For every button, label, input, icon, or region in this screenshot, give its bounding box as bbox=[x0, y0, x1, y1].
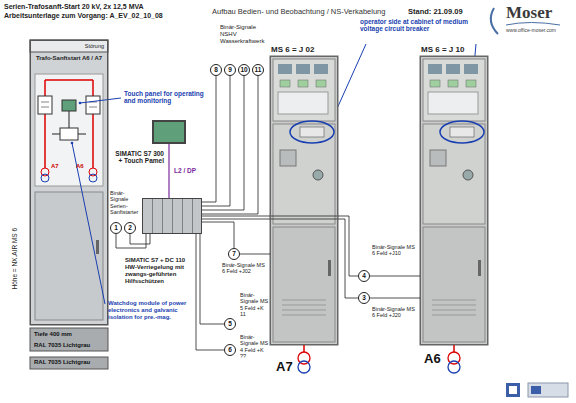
callout-number: 7 bbox=[228, 248, 240, 260]
connector bbox=[202, 76, 244, 210]
signal-name: Binär-Signale MS 4 Feld +K ?? bbox=[240, 334, 269, 359]
callout-note: Watchdog module of power electronics and… bbox=[108, 300, 192, 321]
connector bbox=[370, 276, 420, 277]
cabinet-heading: MS 6 = J 10 bbox=[421, 45, 464, 54]
connector bbox=[168, 144, 169, 198]
callout-number: 4 bbox=[358, 270, 370, 282]
switchgear-cabinet: MS 6 = J 10 bbox=[420, 56, 488, 345]
device-label: SIMATIC S7 300 + Touch Pamel bbox=[112, 150, 164, 165]
logo-url: www.office-moser.com bbox=[506, 28, 556, 34]
callout-text: 1 bbox=[111, 223, 121, 233]
status-text: Störung bbox=[85, 43, 104, 49]
logo-text: Moser bbox=[506, 3, 552, 23]
signal-name: Binär-Signale MS 6 Feld +J20 bbox=[372, 306, 418, 319]
callout-number: 2 bbox=[124, 222, 136, 234]
callout-number: 5 bbox=[224, 318, 236, 330]
header-text: Arbeitsunterlage zum Vorgang: A_EV_02_10… bbox=[4, 12, 163, 20]
dimension-text: Höhe = NX.AIR MS 6 bbox=[11, 214, 18, 304]
callout-number: 8 bbox=[210, 64, 222, 76]
cabinet-heading: MS 6 = J 02 bbox=[271, 45, 314, 54]
signal-name: Binär-Signale Serien-Sanftstarter bbox=[110, 190, 142, 215]
callout-number: 11 bbox=[252, 64, 264, 76]
callout-text: 3 bbox=[359, 293, 369, 303]
callout-text: 2 bbox=[125, 223, 135, 233]
callout-text: 8 bbox=[211, 65, 221, 75]
switchgear-cabinet: MS 6 = J 02 bbox=[270, 56, 338, 345]
callout-text: 11 bbox=[253, 65, 263, 75]
part-name: A7 bbox=[276, 360, 293, 375]
connector bbox=[202, 76, 258, 214]
signal-name: Binär-Signale MS 6 Feld +J02 bbox=[222, 262, 266, 275]
callout-text: 5 bbox=[225, 319, 235, 329]
connector bbox=[202, 216, 358, 276]
connector bbox=[370, 298, 420, 299]
cabinet-title: Trafo-Sanftstart A6 / A7 bbox=[33, 55, 105, 62]
part-name: A7 bbox=[51, 163, 59, 170]
connector bbox=[130, 234, 150, 244]
part-name: A6 bbox=[424, 352, 441, 367]
callout-number: 9 bbox=[224, 64, 236, 76]
plc-rack: SIMATIC S7 + DC 110 HW-Verriegelung mit … bbox=[142, 198, 202, 234]
connector bbox=[200, 234, 224, 324]
connector bbox=[202, 219, 358, 298]
callout-number: 3 bbox=[358, 292, 370, 304]
connector bbox=[196, 234, 224, 350]
cabinet: StörungTrafo-Sanftstart A6 / A7 bbox=[30, 40, 108, 325]
callout-number: 10 bbox=[238, 64, 250, 76]
date-text: Stand: 21.09.09 bbox=[408, 8, 463, 17]
signal-name: Binär-Signale NSHV Wasserkraftwerk bbox=[220, 24, 272, 45]
connector bbox=[202, 76, 216, 202]
color-note: RAL 7035 Lichtgrau bbox=[34, 342, 90, 349]
signal-name: Binär-Signale MS 6 Feld +J10 bbox=[372, 244, 418, 257]
callout-text: 6 bbox=[225, 345, 235, 355]
callout-note: Touch panel for operating and monitoring bbox=[124, 90, 208, 105]
callout-number: 6 bbox=[224, 344, 236, 356]
callout-text: 10 bbox=[239, 65, 249, 75]
color-note: RAL 7035 Lichtgrau bbox=[34, 359, 90, 366]
connector bbox=[202, 76, 230, 206]
callout-number: 1 bbox=[110, 222, 122, 234]
connector bbox=[202, 222, 234, 248]
header-text: Aufbau Bedien- und Beobachtung / NS-Verk… bbox=[212, 8, 385, 17]
connector bbox=[240, 254, 270, 255]
dimension-text: Tiefe 400 mm bbox=[34, 331, 72, 338]
callout-text: 7 bbox=[229, 249, 239, 259]
signal-name: Binär-Signale MS 5 Feld +K 11 bbox=[240, 292, 269, 317]
callout-text: 4 bbox=[359, 271, 369, 281]
device-label: SIMATIC S7 + DC 110 HW-Verriegelung mit … bbox=[125, 257, 187, 285]
diagram-title: Serien-Trafosanft-Start 20 kV, 2x 12,5 M… bbox=[4, 3, 144, 11]
edge-label: L2 / DP bbox=[173, 167, 197, 174]
connector bbox=[116, 234, 146, 248]
part-name: A6 bbox=[76, 163, 84, 170]
touch-panel: SIMATIC S7 300 + Touch Pamel bbox=[152, 120, 186, 144]
callout-text: 9 bbox=[225, 65, 235, 75]
callout-note: operator side at cabinet of medium volta… bbox=[360, 18, 472, 33]
